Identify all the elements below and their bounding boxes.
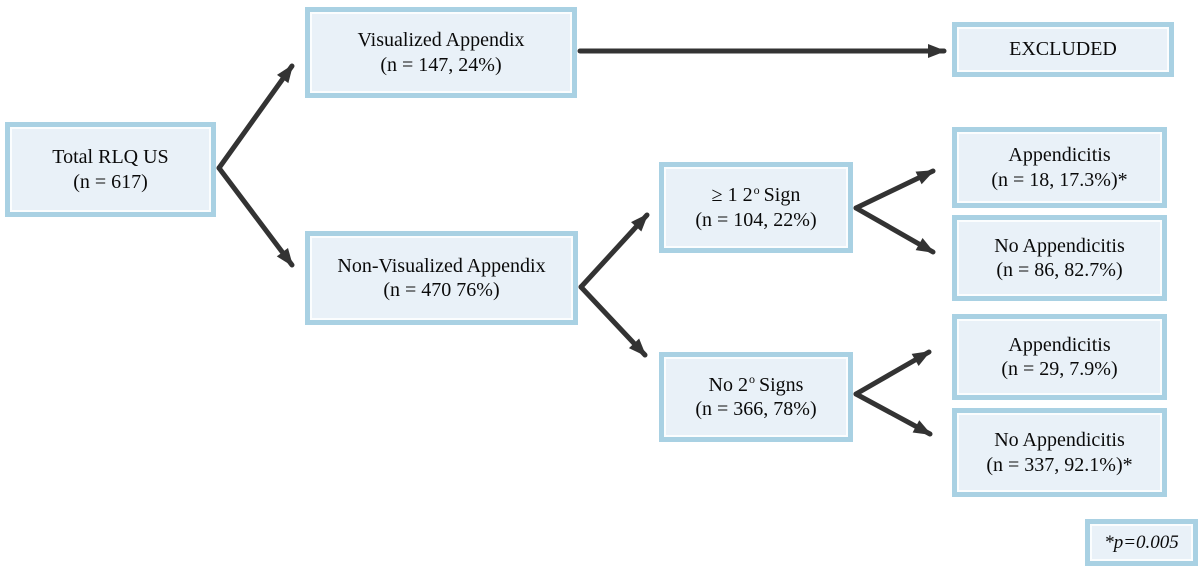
label-suffix: Sign <box>763 184 801 207</box>
arrow-total-to-visualized <box>216 63 295 171</box>
node-nonvisualized-appendix: Non-Visualized Appendix (n = 470 76%) <box>305 231 578 325</box>
node-p-value: *p=0.005 <box>1085 519 1198 566</box>
node-label: No Appendicitis <box>994 234 1125 257</box>
node-appendicitis-with-sign: Appendicitis (n = 18, 17.3%)* <box>952 127 1167 208</box>
node-total-rlq-us: Total RLQ US (n = 617) <box>5 122 216 217</box>
node-stats: (n = 337, 92.1%)* <box>986 453 1133 476</box>
node-label: Total RLQ US <box>52 146 169 169</box>
node-stats: (n = 18, 17.3%)* <box>991 168 1128 191</box>
node-label: EXCLUDED <box>1009 38 1117 61</box>
arrow-nosigns-to-appendicitis <box>853 349 932 397</box>
arrow-nonvisualized-to-ge1sign <box>578 212 650 290</box>
node-stats: (n = 470 76%) <box>383 279 500 301</box>
node-no-appendicitis-no-sign: No Appendicitis (n = 337, 92.1%)* <box>952 408 1167 497</box>
p-value-text: *p=0.005 <box>1104 531 1179 553</box>
node-appendicitis-no-sign: Appendicitis (n = 29, 7.9%) <box>952 314 1167 400</box>
node-stats: (n = 104, 22%) <box>695 208 817 231</box>
node-label: Visualized Appendix <box>357 29 525 52</box>
node-stats: (n = 86, 82.7%) <box>996 259 1123 281</box>
node-stats: (n = 29, 7.9%) <box>1001 358 1118 380</box>
arrow-nosigns-to-no-appendicitis <box>853 391 933 437</box>
label-suffix: Signs <box>758 373 804 396</box>
superscript-o: o <box>748 372 755 387</box>
label-prefix: No 2 <box>708 373 748 396</box>
superscript-o: o <box>753 182 760 197</box>
node-label: Appendicitis <box>1008 333 1111 356</box>
arrow-ge1sign-to-no-appendicitis <box>853 205 936 255</box>
arrow-total-to-nonvisualized <box>216 165 295 268</box>
node-label: Appendicitis <box>1008 144 1111 167</box>
node-excluded: EXCLUDED <box>952 22 1174 77</box>
node-label: No Appendicitis <box>994 429 1125 452</box>
node-stats: (n = 366, 78%) <box>695 398 817 420</box>
node-stats: (n = 617) <box>73 170 148 193</box>
node-stats: (n = 147, 24%) <box>380 53 502 76</box>
arrow-nonvisualized-to-nosigns <box>578 284 648 358</box>
node-visualized-appendix: Visualized Appendix (n = 147, 24%) <box>305 7 577 98</box>
arrow-ge1sign-to-appendicitis <box>853 168 936 211</box>
label-prefix: ≥ 1 2 <box>711 184 753 207</box>
node-label: Non-Visualized Appendix <box>337 254 546 277</box>
node-no-appendicitis-with-sign: No Appendicitis (n = 86, 82.7%) <box>952 215 1167 301</box>
